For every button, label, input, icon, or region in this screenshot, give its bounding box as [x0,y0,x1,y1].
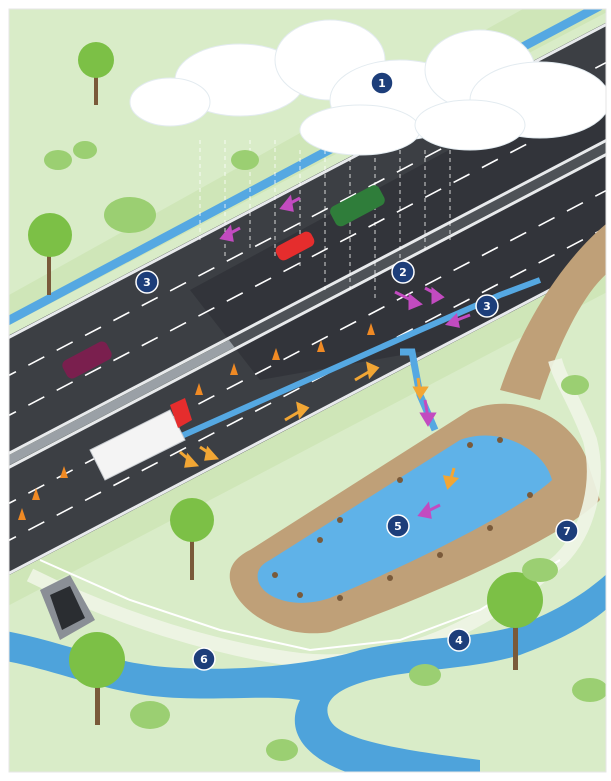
near-verge [9,262,606,606]
fence [39,559,561,652]
near-ditch [148,277,542,453]
badge-6: 6 [192,647,216,671]
badge-6-label: 6 [200,653,208,666]
badge-3-near: 3 [475,294,499,318]
badge-5: 5 [386,514,410,538]
guardrail-median-a [9,138,606,455]
badge-3-far-label: 3 [143,276,151,289]
guardrail-median-b [9,152,606,469]
traffic-cone-icon [18,323,375,520]
badge-2: 2 [391,260,415,284]
cloud-icon [129,19,606,156]
badge-3-near-label: 3 [483,300,491,313]
tree-icon [28,42,543,725]
culvert-mouth [50,586,85,630]
badge-3-far: 3 [135,270,159,294]
badge-7-label: 7 [563,525,571,538]
badge-5-label: 5 [394,520,402,533]
flow-arrow-icon [179,361,460,490]
bushes [44,141,606,761]
stream [9,574,606,772]
car-icon [62,185,385,379]
badge-2-label: 2 [399,266,407,279]
guardrail-near [9,258,606,575]
badge-4: 4 [447,628,471,652]
pond-rocks [272,437,533,601]
badge-1-label: 1 [378,77,386,90]
badge-4-label: 4 [455,634,463,647]
truck-icon [89,398,192,481]
frame-border [8,8,607,773]
badge-1: 1 [370,71,394,95]
badge-7: 7 [555,519,579,543]
flow-arrow-icon [219,194,471,519]
walking-path [26,358,601,669]
access-track [500,224,606,400]
